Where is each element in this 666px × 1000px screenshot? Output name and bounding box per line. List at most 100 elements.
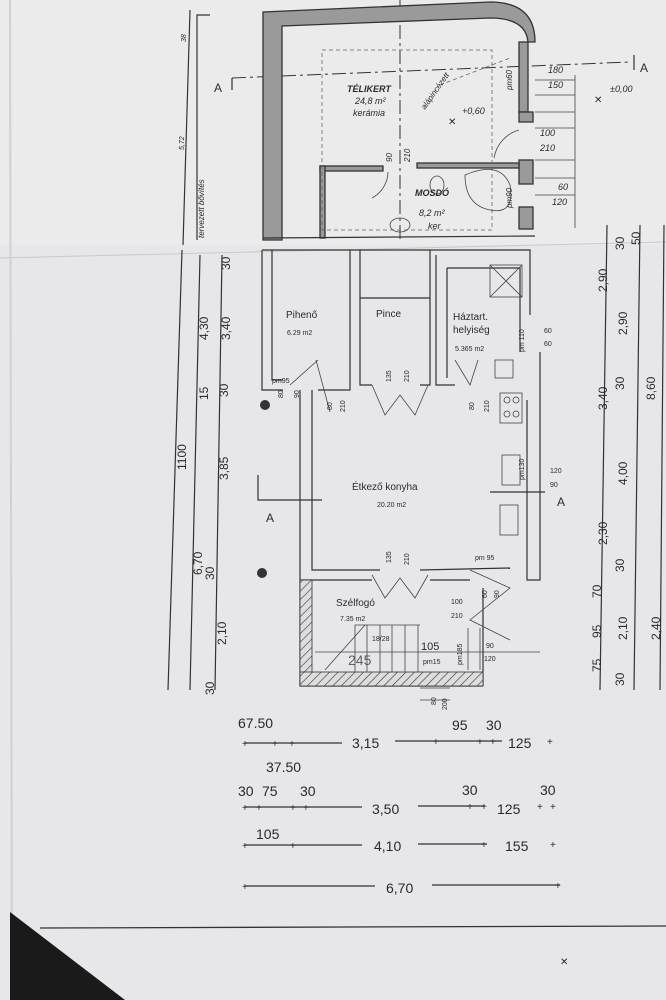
svg-text:+: +: [433, 737, 439, 748]
telikert-wall: [262, 1, 536, 241]
svg-text:+: +: [481, 840, 487, 851]
dimension-label: 95: [590, 624, 604, 638]
dimension-label: 3,40: [219, 316, 233, 340]
entrance-stairs: [535, 75, 576, 228]
dimension-chain-bottom: [245, 740, 560, 887]
burner-icon: [512, 396, 520, 404]
paper-upper-sheet: [0, 0, 666, 245]
dimension-label: 3,40: [596, 386, 610, 410]
scan-mark: ✕: [560, 957, 568, 968]
dimension-label: 5,72: [179, 136, 186, 150]
hatched-wall-bottom: [299, 671, 484, 687]
telikert-area: 24,8 m²: [354, 96, 387, 106]
room-etkezo-name: Étkező konyha: [352, 480, 418, 493]
toilet-icon: [429, 175, 445, 195]
opening-label: 90: [550, 482, 558, 489]
svg-text:+: +: [242, 803, 248, 814]
fridge-icon: [499, 504, 519, 536]
dimension-label: 30: [486, 717, 502, 733]
dimension-label: 4,30: [197, 316, 211, 340]
dashed-diagonal: [439, 57, 511, 86]
opening-label: 80: [469, 402, 476, 410]
level-upper: +0,60: [462, 106, 485, 116]
opening-label: 120: [550, 468, 562, 475]
page-edge-line: [9, 0, 13, 1000]
room-haztart-name: Háztart.: [453, 312, 488, 323]
opening-label: pm185: [457, 643, 464, 665]
dark-corner: [10, 912, 125, 1000]
opening-label: pm 95: [475, 555, 495, 562]
section-mark: A: [557, 495, 565, 509]
dimension-label: 1100: [175, 444, 189, 470]
dimension-label: 67.50: [238, 715, 273, 731]
mosdo-finish: ker: [428, 221, 442, 231]
upper-floor-edge: [262, 235, 536, 239]
burner-icon: [503, 410, 511, 418]
opening-label: 210: [451, 613, 463, 620]
dimension-label: 125: [508, 735, 532, 751]
dimension-label: 3,85: [217, 456, 231, 480]
room-haztart-name2: helyiség: [453, 325, 490, 336]
lower-walls: [261, 249, 541, 687]
dimension-label: 38: [181, 34, 188, 42]
svg-text:+: +: [242, 882, 248, 893]
level-mark-icon: ✕: [594, 95, 602, 106]
door-label: 210: [539, 143, 555, 153]
dimension-label: 30: [203, 566, 217, 580]
dimension-label: 95: [452, 717, 468, 733]
dimension-label: 2,90: [596, 268, 610, 292]
section-line-a: [231, 61, 631, 79]
dimension-label: 6,70: [386, 880, 413, 896]
dimension-label: 2,30: [596, 521, 610, 545]
dimension-label: 50: [629, 231, 643, 245]
dimension-labels-bottom: 67.50 37.50 3,15 95 30 125 30 75 30 3,50…: [238, 715, 556, 896]
dimension-label: 2,10: [616, 616, 630, 640]
dimension-label: 30: [203, 681, 217, 695]
dimension-label: 30: [462, 782, 478, 798]
opening-label: 60: [544, 328, 552, 335]
chimney-cross-icon: [489, 264, 523, 298]
dimension-label: 30: [613, 672, 627, 686]
opening-labels: pm95 80 90 80 210 135 210 80 210 pm 110 …: [272, 328, 562, 710]
svg-text:+: +: [290, 803, 296, 814]
door-swing: [493, 129, 520, 159]
dimension-label: 30: [219, 256, 233, 270]
opening-label: 80: [431, 697, 438, 705]
dimension-ticks-bottom: +++ ++++ ++++ ++++ ++++ ++: [242, 737, 561, 893]
wall-pier: [518, 206, 534, 230]
burner-icon: [503, 396, 511, 404]
door-height: 210: [403, 148, 412, 163]
telikert-name: TÉLIKERT: [347, 84, 392, 94]
room-piheno-name: Pihenő: [286, 310, 318, 321]
svg-text:+: +: [547, 737, 553, 748]
dimension-label: 2,40: [649, 616, 663, 640]
room-etkezo-area: 20.20 m2: [377, 502, 406, 509]
mosdo-wall-top: [416, 162, 520, 169]
mosdo-name: MOSDÓ: [415, 187, 449, 198]
sink-icon: [494, 359, 514, 379]
door-swing: [371, 171, 389, 199]
section-mark-right: A: [640, 61, 648, 75]
opening-label: 200: [442, 698, 449, 710]
frame-line: [39, 925, 666, 929]
dimension-label: 30: [613, 236, 627, 250]
svg-text:+: +: [481, 802, 487, 813]
svg-text:+: +: [242, 739, 248, 750]
svg-text:+: +: [467, 802, 473, 813]
dimension-label: 4,00: [616, 461, 630, 485]
level-mark-icon: ✕: [448, 117, 456, 128]
dimension-label: 30: [613, 558, 627, 572]
door-width: 90: [385, 153, 394, 162]
dimension-label: 3,15: [352, 735, 379, 751]
opening-label: 210: [484, 400, 491, 412]
extension-label: tervezett bővítés: [197, 179, 206, 238]
section-line-a: [257, 475, 322, 501]
window-label: 60: [558, 182, 568, 192]
opening-pm90: pm90: [505, 187, 514, 209]
dimension-label: 30: [540, 782, 556, 798]
bathtub-icon: [464, 168, 512, 212]
dimension-chain-right: [599, 224, 665, 691]
mosdo-area: 8,2 m²: [419, 208, 446, 218]
wall-pier: [518, 159, 534, 185]
